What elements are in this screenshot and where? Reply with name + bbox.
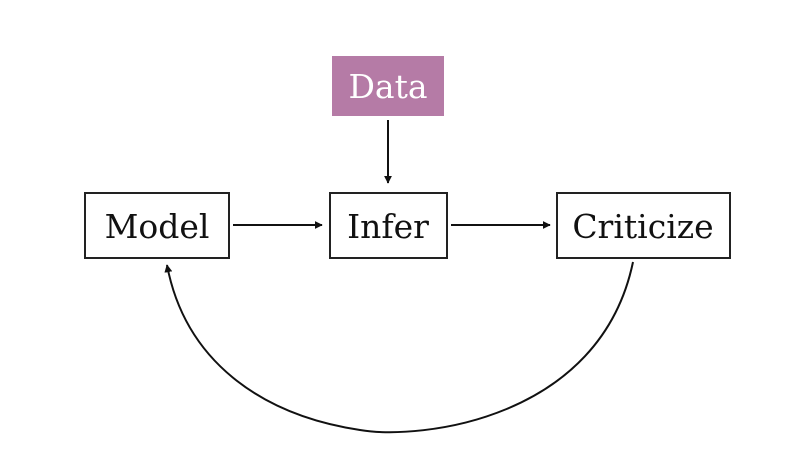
- node-model-label: Model: [105, 207, 210, 246]
- node-infer-label: Infer: [347, 207, 429, 246]
- edge-criticize-to-model: [164, 261, 634, 434]
- node-data: Data: [332, 56, 444, 116]
- node-criticize: Criticize: [556, 192, 731, 259]
- node-criticize-box: [556, 192, 731, 259]
- node-model: Model: [84, 192, 230, 259]
- node-infer-box: [329, 192, 448, 259]
- node-criticize-label: Criticize: [572, 207, 713, 246]
- node-infer: Infer: [329, 192, 448, 259]
- node-data-label: Data: [348, 67, 427, 106]
- node-data-box: [332, 56, 444, 116]
- node-model-box: [84, 192, 230, 259]
